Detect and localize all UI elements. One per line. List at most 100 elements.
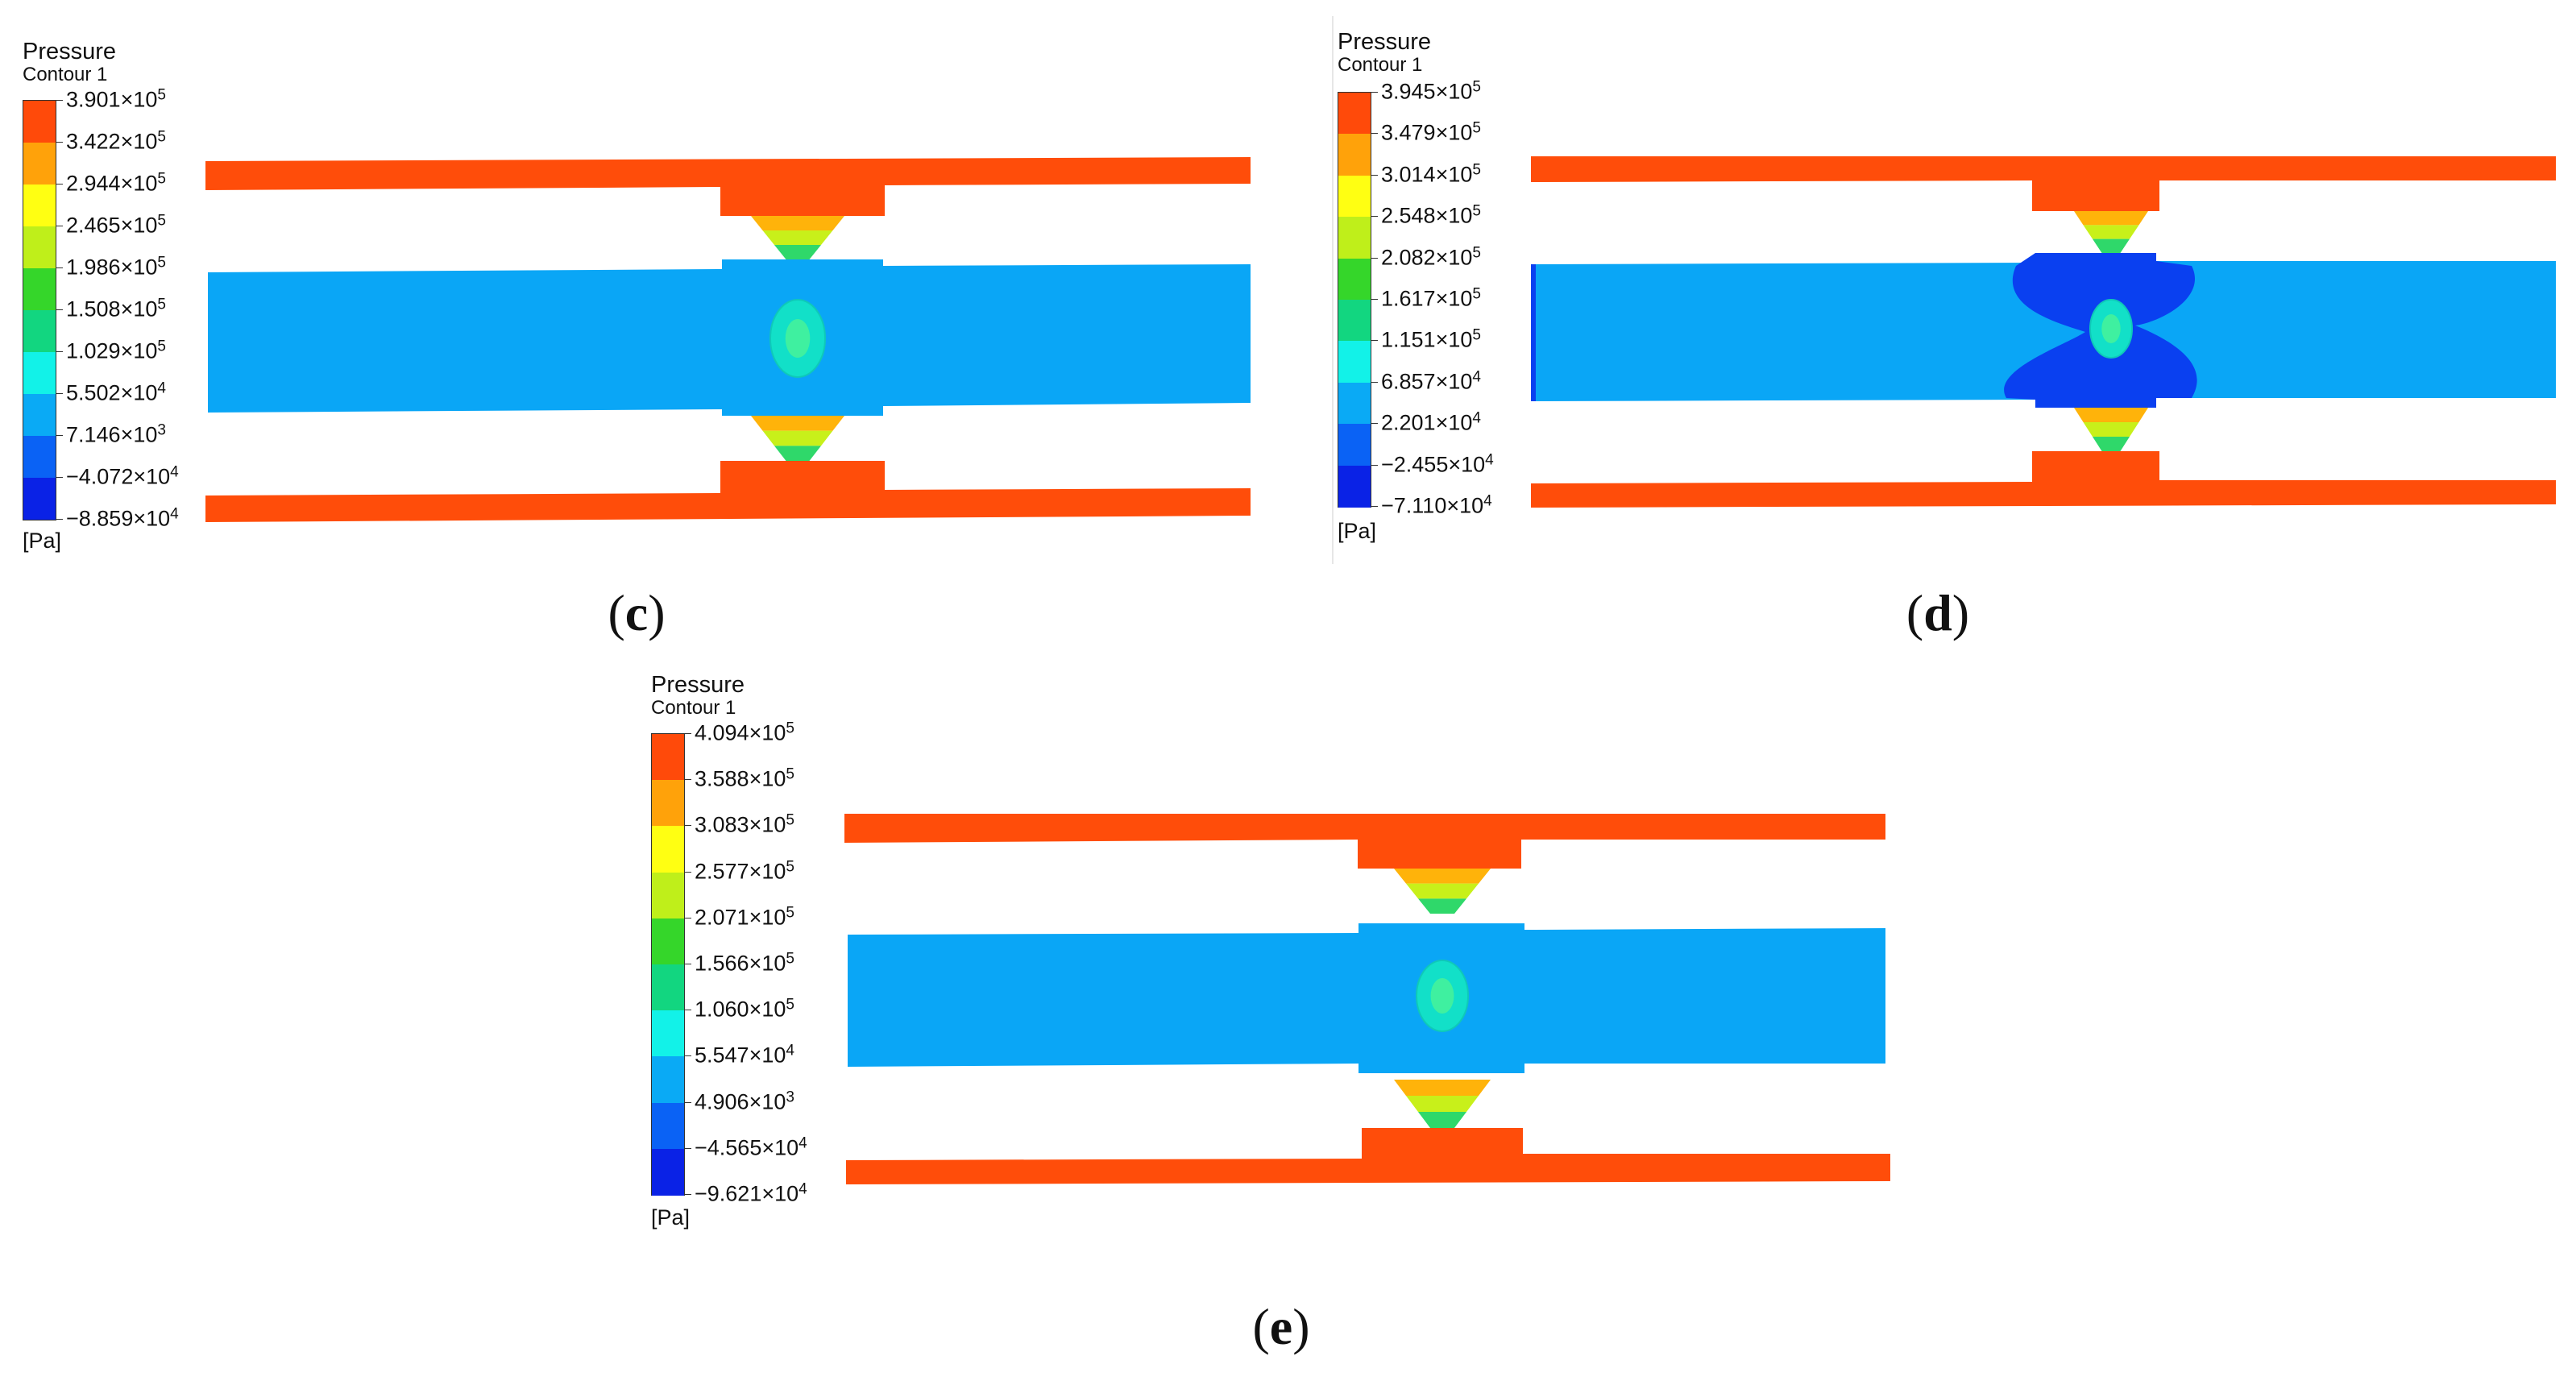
color-bar-tick-label: 3.901×105 xyxy=(66,86,166,112)
contact-pressure-band xyxy=(751,416,844,431)
color-bar-tick xyxy=(56,142,63,143)
middle-layer xyxy=(1531,253,2556,408)
color-bar-band xyxy=(652,918,684,965)
contact-pressure-band xyxy=(2083,225,2139,239)
legend-title: Pressure Contour 1 xyxy=(1338,31,1431,75)
color-bar xyxy=(651,733,685,1196)
color-bar-tick-label: 3.945×105 xyxy=(1381,78,1481,104)
panel-caption-c: (c) xyxy=(608,584,666,641)
color-bar-band xyxy=(23,352,56,394)
legend-title-text: Pressure xyxy=(651,672,745,698)
upper-plate xyxy=(844,814,1885,869)
color-bar-tick-label: 2.548×105 xyxy=(1381,202,1481,228)
color-bar-band xyxy=(23,394,56,436)
color-bar-band xyxy=(652,1010,684,1058)
color-bar-band xyxy=(1338,300,1371,342)
panel-divider xyxy=(1332,16,1334,564)
color-bar xyxy=(23,100,56,520)
color-bar-tick xyxy=(56,100,63,101)
unit-label: [Pa] xyxy=(1338,519,1377,543)
color-bar-tick xyxy=(685,1147,691,1149)
color-bar-tick-label: 3.422×105 xyxy=(66,128,166,154)
color-bar-tick-label: 4.094×105 xyxy=(695,719,794,745)
color-bar-tick-label: 6.857×104 xyxy=(1381,368,1481,394)
contact-pressure-band xyxy=(774,446,821,461)
contact-pressure-band xyxy=(1394,1080,1491,1096)
color-bar-tick-label: −4.072×104 xyxy=(66,463,179,489)
color-bar-band xyxy=(1338,424,1371,467)
color-bar-tick xyxy=(56,184,63,185)
color-bar-tick-label: 1.617×105 xyxy=(1381,285,1481,311)
core-pressure-center xyxy=(785,319,811,358)
contact-pressure-band xyxy=(2093,238,2130,253)
legend-title-text: Pressure xyxy=(1338,29,1432,55)
color-bar-tick-label: −9.621×104 xyxy=(695,1180,807,1206)
color-bar-band xyxy=(1338,134,1371,176)
panel-d: Pressure Contour 1 [Pa] 3.945×105 3.479×1… xyxy=(1338,0,2576,661)
contact-pressure-band xyxy=(2074,408,2148,422)
legend-title-text: Pressure xyxy=(23,39,117,64)
color-bar-tick-label: 7.146×103 xyxy=(66,421,166,447)
low-pressure-zone xyxy=(1531,264,1536,401)
pressure-contour-field xyxy=(1531,156,2556,508)
panel-caption-d: (d) xyxy=(1906,584,1970,641)
color-bar-tick xyxy=(685,871,691,873)
color-bar-band xyxy=(1338,258,1371,301)
legend-subtitle-text: Contour 1 xyxy=(1338,54,1423,76)
color-bar-tick-label: −7.110×104 xyxy=(1381,492,1492,518)
panel-caption-e: (e) xyxy=(1252,1298,1310,1355)
color-bar-tick xyxy=(56,393,63,394)
color-bar-band xyxy=(652,964,684,1011)
legend-subtitle-text: Contour 1 xyxy=(23,64,108,85)
color-bar-tick xyxy=(1371,464,1378,466)
contact-pressure-band xyxy=(2083,422,2139,437)
color-bar-tick-label: −2.455×104 xyxy=(1381,451,1494,477)
core-pressure-center xyxy=(1430,978,1454,1014)
legend-subtitle-text: Contour 1 xyxy=(651,697,736,719)
color-bar-tick xyxy=(1371,299,1378,300)
color-bar-tick xyxy=(56,519,63,520)
contact-pressure-band xyxy=(2074,211,2148,226)
color-bar-band xyxy=(23,310,56,352)
color-bar-band xyxy=(23,101,56,143)
color-bar-band xyxy=(23,268,56,310)
contact-pressure-band xyxy=(762,430,833,446)
color-bar-tick xyxy=(1371,92,1378,93)
color-bar-tick xyxy=(685,779,691,781)
middle-layer xyxy=(848,923,1885,1073)
color-bar-tick xyxy=(1371,340,1378,342)
color-bar-tick xyxy=(685,1194,691,1195)
color-bar-tick-label: 2.465×105 xyxy=(66,212,166,238)
color-bar-tick-label: 3.014×105 xyxy=(1381,161,1481,187)
contact-pressure-band xyxy=(1394,869,1491,884)
legend-title: Pressure Contour 1 xyxy=(23,40,116,85)
pressure-contour-field xyxy=(205,157,1251,522)
contact-pressure-band xyxy=(1418,1112,1466,1128)
color-bar-band xyxy=(23,226,56,268)
color-bar-tick-label: 1.151×105 xyxy=(1381,326,1481,352)
color-bar-band xyxy=(652,1148,684,1196)
color-bar-tick xyxy=(1371,381,1378,383)
color-bar-tick-label: 3.479×105 xyxy=(1381,119,1481,145)
contact-pressure-band xyxy=(1418,898,1466,914)
color-bar-tick-label: 2.577×105 xyxy=(695,858,794,884)
upper-plate xyxy=(205,157,1251,216)
color-bar-tick xyxy=(56,477,63,478)
color-bar-band xyxy=(652,1056,684,1104)
pressure-contour-field xyxy=(844,814,1890,1184)
color-bar-tick-label: 2.071×105 xyxy=(695,904,794,930)
color-bar-tick-label: 1.566×105 xyxy=(695,950,794,976)
upper-plate xyxy=(1531,156,2556,211)
color-bar-tick-label: 2.944×105 xyxy=(66,170,166,196)
color-bar-band xyxy=(1338,93,1371,135)
color-bar-tick-label: 3.083×105 xyxy=(695,811,794,837)
color-bar-tick xyxy=(56,267,63,268)
color-bar-band xyxy=(1338,175,1371,218)
color-bar-band xyxy=(1338,382,1371,425)
color-bar-tick xyxy=(56,309,63,310)
color-bar-tick xyxy=(1371,257,1378,259)
color-bar-tick-label: 5.502×104 xyxy=(66,379,166,405)
color-bar-band xyxy=(652,780,684,827)
color-bar-tick xyxy=(1371,216,1378,218)
color-bar-band xyxy=(652,1102,684,1150)
